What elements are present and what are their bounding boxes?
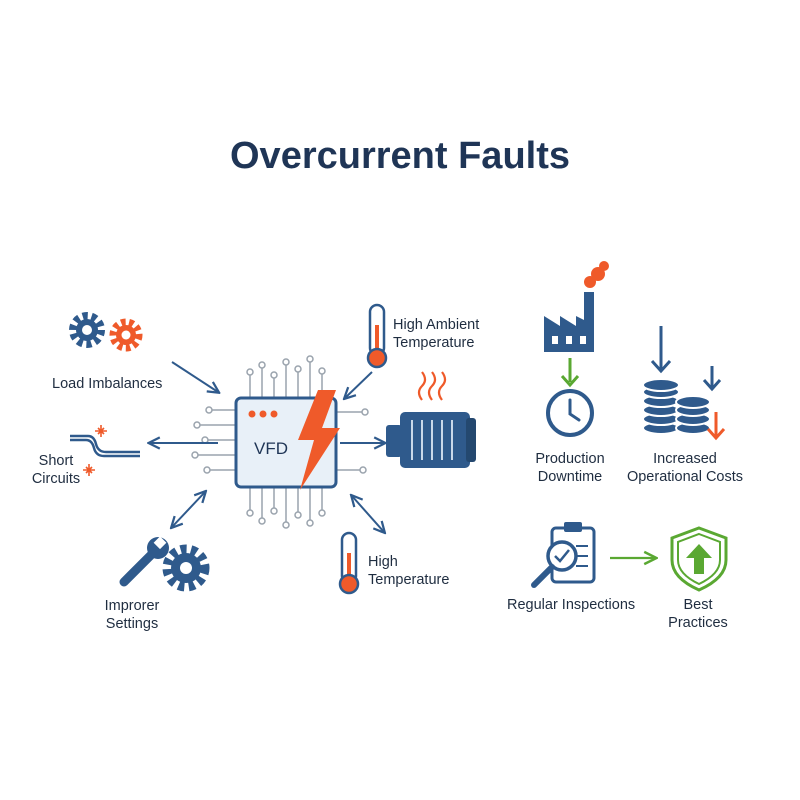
label-production-downtime: Production Downtime [535,451,605,485]
vfd-label: VFD [254,439,288,458]
label-high-temperature: High Temperature [368,554,450,588]
label-improper-settings: Improrer Settings [104,598,160,632]
circuit-traces [191,355,369,529]
label-increased-operational-costs: Increased Operational Costs [626,451,744,485]
label-load-imbalances: Load Imbalances [52,376,163,392]
factory-icon [544,261,609,352]
thermometer-high-icon [338,531,360,595]
label-best-practices: Best Practices [668,597,728,631]
thermometer-ambient-icon [366,303,388,369]
green-arrow-down-icon [560,358,580,388]
coins-icon [642,326,726,441]
clipboard-inspection-icon [531,522,596,588]
motor-icon [386,371,476,468]
label-regular-inspections: Regular Inspections [507,597,636,613]
lightning-bolt-icon [298,390,340,490]
arrows [150,361,384,532]
label-short-circuits: Short Circuits [31,453,81,487]
short-circuit-icon [70,425,140,476]
gears-icon [69,312,143,352]
page-title: Overcurrent Faults [230,135,570,177]
clock-icon [546,389,594,437]
label-high-ambient-temperature: High Ambient Temperature [393,317,480,351]
shield-icon [670,526,728,592]
wrench-gear-icon [119,536,210,592]
